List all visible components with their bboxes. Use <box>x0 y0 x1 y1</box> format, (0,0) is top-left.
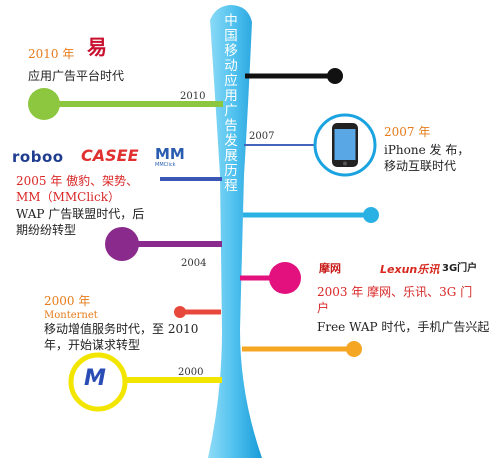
logo-2010-text: 易 <box>87 35 107 59</box>
branch-2003-dot <box>269 262 301 294</box>
year-2003: 2003 年 摩网、乐讯、3G 门 <box>317 285 473 299</box>
logo-mmclick-small: MMClick <box>155 162 176 168</box>
desc-2010: 应用广告平台时代 <box>28 69 125 83</box>
line-label-2000: 2000 <box>178 367 204 378</box>
logo-mowang: 摩网 <box>319 262 341 275</box>
logo-3gmenhu: 3G门户 <box>442 263 478 274</box>
line-label-2004: 2004 <box>181 258 207 269</box>
branch-cyan-dot <box>363 207 379 223</box>
logo-monternet-text: M <box>84 366 106 391</box>
monternet-logo-ring <box>68 352 128 412</box>
year-2005: 2005 年 傲豹、架势、 <box>16 174 139 188</box>
line-label-2010: 2010 <box>180 91 206 102</box>
branch-orange-dot <box>346 341 362 357</box>
logo-lexun: Lexun乐讯 <box>380 263 440 276</box>
branch-2010-dot <box>28 88 60 120</box>
page-title: 中国移动应用广告发展历程 <box>224 13 238 194</box>
logo-casee: CASEE <box>81 146 139 165</box>
year-2007: 2007 年 <box>384 125 431 139</box>
desc-2005-line2: 期纷纷转型 <box>16 223 77 237</box>
sub-2000-monternet: Monternet <box>44 310 98 321</box>
desc-2003: Free WAP 时代，手机广告兴起 <box>317 320 490 334</box>
logo-2010-stamp-icon <box>85 40 109 64</box>
desc-2005-line1: WAP 广告联盟时代，后 <box>16 207 145 221</box>
year-2000: 2000 年 <box>44 294 91 308</box>
desc-2007-line2: 移动互联时代 <box>384 159 457 173</box>
logo-mm: MM <box>155 145 185 163</box>
desc-2007-line1: iPhone 发 布， <box>384 143 470 157</box>
logo-roboo: roboo <box>12 148 64 166</box>
branch-black-dot <box>327 68 343 84</box>
branch-2000-red-dot <box>174 306 186 318</box>
desc-2000-line2: 年，开始谋求转型 <box>44 338 141 352</box>
line-label-2007: 2007 <box>249 131 275 142</box>
year-2005-line2: MM（MMClick） <box>16 190 120 204</box>
year-2010: 2010 年 <box>28 47 75 61</box>
desc-2000-line1: 移动增值服务时代，至 2010 <box>44 322 199 336</box>
branch-2004-dot <box>105 227 139 261</box>
year-2003-line2: 户 <box>317 301 330 315</box>
timeline-trunk <box>208 5 262 458</box>
iphone-icon <box>313 113 377 177</box>
